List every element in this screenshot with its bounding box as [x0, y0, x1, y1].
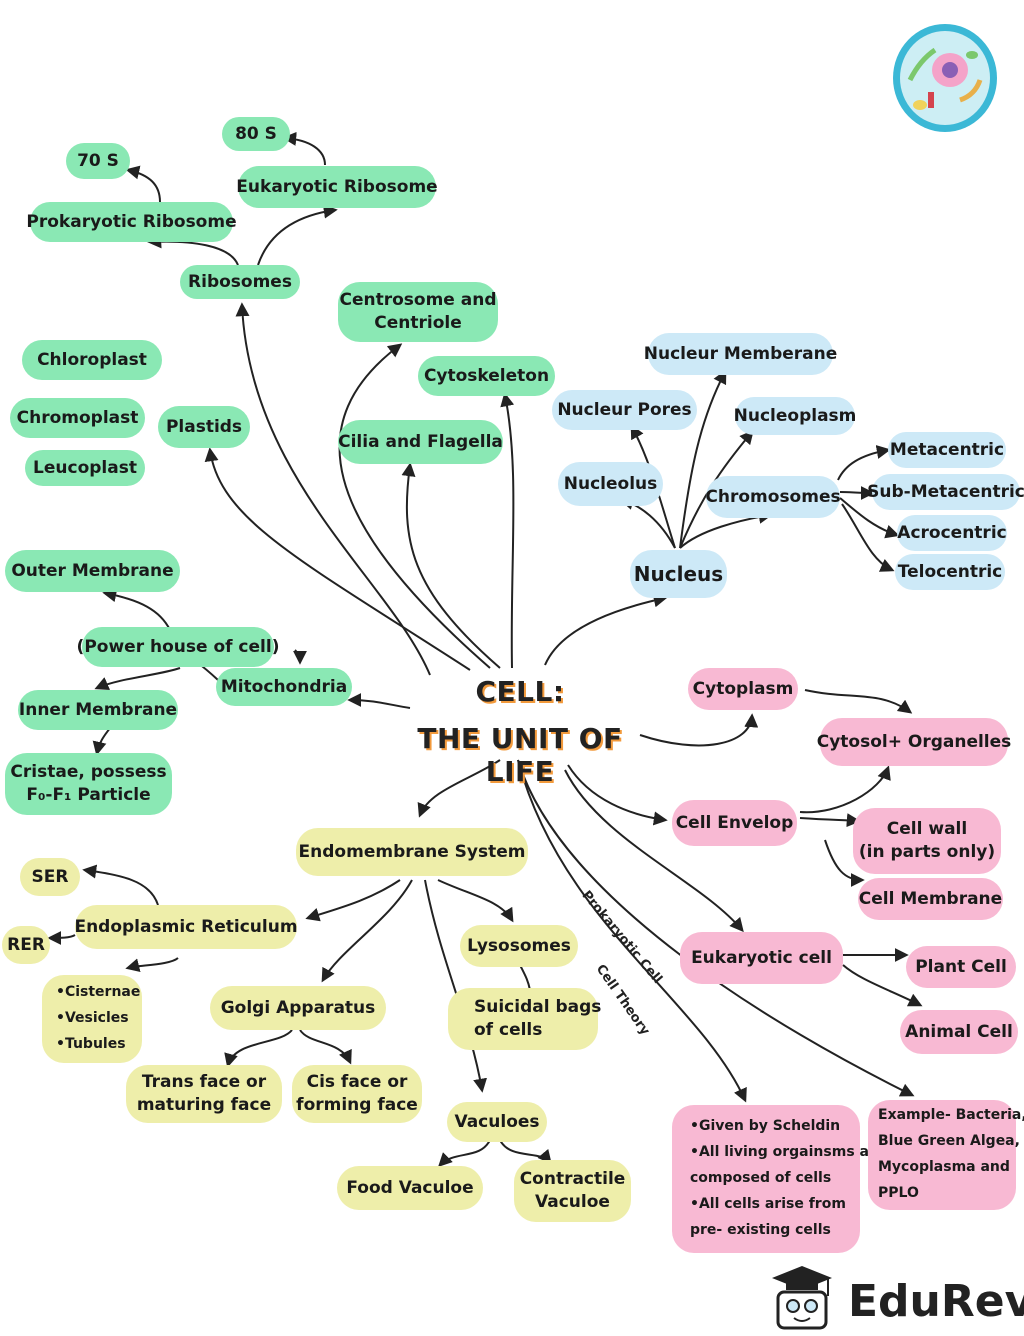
node-nuclear-pores: Nucleur Pores — [552, 390, 697, 430]
node-cell-theory: •Given by Scheldin•All living orgainsms … — [672, 1105, 885, 1253]
node-prokaryotic-ribosome: Prokaryotic Ribosome — [26, 202, 237, 242]
title-line-2: THE UNIT OF LIFE — [417, 722, 623, 788]
animal-cell-illustration — [890, 20, 1000, 135]
node-endoplasmic-reticulum: Endoplasmic Reticulum — [74, 905, 298, 949]
node-prokaryotic-examples: Example- Bacteria,Blue Green Algea,Mycop… — [868, 1100, 1024, 1210]
node-70s: 70 S — [66, 143, 130, 179]
central-title: CELL: THE UNIT OF LIFE — [400, 675, 640, 788]
node-plant-cell: Plant Cell — [906, 946, 1016, 988]
node-nucleolus: Nucleolus — [558, 462, 663, 506]
node-sub-metacentric: Sub-Metacentric — [867, 474, 1024, 510]
node-plastids: Plastids — [158, 406, 250, 448]
node-leucoplast: Leucoplast — [25, 450, 145, 486]
node-nuclear-membrane: Nucleur Memberane — [644, 333, 837, 375]
node-ribosomes: Ribosomes — [180, 265, 300, 299]
node-cell-wall: Cell wall(in parts only) — [853, 808, 1001, 874]
node-food-vacuole: Food Vaculoe — [337, 1166, 483, 1210]
node-outer-membrane: Outer Membrane — [5, 550, 180, 592]
node-nucleoplasm: Nucleoplasm — [734, 397, 856, 435]
node-lysosomes: Lysosomes — [460, 925, 578, 967]
node-nucleus: Nucleus — [630, 550, 727, 598]
brand-name: EduRev — [848, 1276, 1024, 1327]
node-cilia-flagella: Cilia and Flagella — [338, 420, 503, 464]
node-chromosomes: Chromosomes — [705, 476, 841, 518]
node-golgi-apparatus: Golgi Apparatus — [210, 986, 386, 1030]
node-vacuoles: Vaculoes — [447, 1102, 547, 1142]
node-cytosol-organelles: Cytosol+ Organelles — [817, 718, 1011, 766]
node-rer: RER — [2, 926, 50, 964]
node-eukaryotic-cell: Eukaryotic cell — [680, 932, 843, 984]
node-mitochondria: Mitochondria — [216, 668, 352, 706]
node-cell-membrane: Cell Membrane — [858, 878, 1003, 920]
node-cytoskeleton: Cytoskeleton — [418, 356, 555, 396]
node-er-parts: •Cisternae•Vesicles•Tubules — [42, 975, 142, 1063]
node-endomembrane-system: Endomembrane System — [296, 828, 528, 876]
node-metacentric: Metacentric — [888, 432, 1006, 468]
node-cell-envelop: Cell Envelop — [672, 800, 797, 846]
node-chloroplast: Chloroplast — [22, 340, 162, 380]
node-power-house: (Power house of cell) — [77, 627, 279, 667]
edurev-logo — [762, 1262, 1022, 1332]
node-ser: SER — [20, 858, 80, 896]
node-inner-membrane: Inner Membrane — [18, 690, 178, 730]
title-line-1: CELL: — [475, 675, 565, 708]
node-eukaryotic-ribosome: Eukaryotic Ribosome — [236, 166, 438, 208]
node-cytoplasm: Cytoplasm — [688, 668, 798, 710]
node-chromoplast: Chromoplast — [10, 398, 145, 438]
node-animal-cell: Animal Cell — [900, 1010, 1018, 1054]
node-80s: 80 S — [222, 117, 290, 151]
node-acrocentric: Acrocentric — [897, 515, 1007, 551]
node-telocentric: Telocentric — [895, 554, 1005, 590]
